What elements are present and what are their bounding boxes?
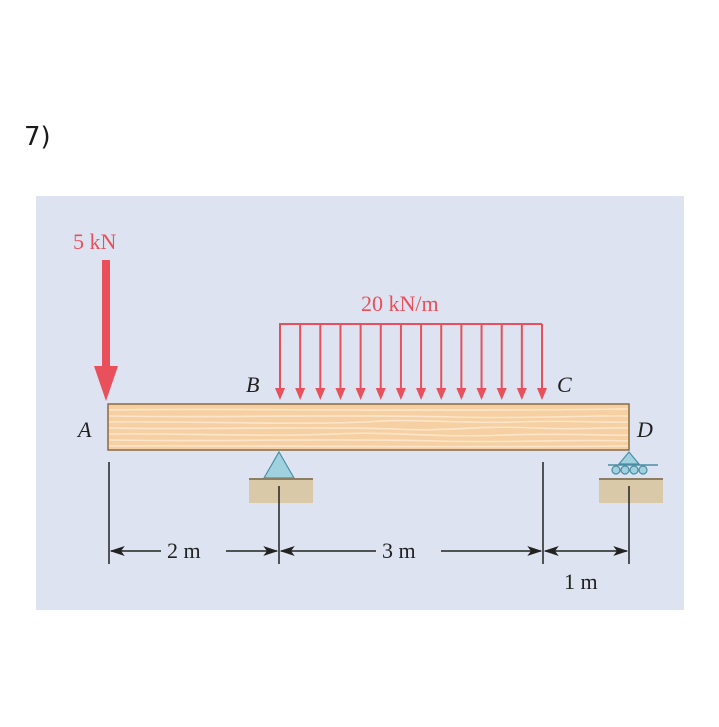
- wooden-beam: [107, 403, 630, 451]
- udl-arrow-head: [295, 388, 306, 400]
- point-label-a: A: [76, 417, 92, 442]
- udl-arrow-head: [416, 388, 427, 400]
- dimension-label-3m: 3 m: [382, 538, 416, 563]
- point-label-d: D: [636, 417, 653, 442]
- point-label-c: C: [557, 372, 572, 397]
- udl-arrow-head: [516, 388, 527, 400]
- problem-number: 7): [24, 122, 51, 152]
- figure-background: [36, 196, 684, 610]
- dimension-1m: 1 m: [543, 546, 629, 594]
- point-load-label: 5 kN: [73, 229, 117, 254]
- udl-arrow-head: [375, 388, 386, 400]
- udl-arrow-head: [456, 388, 467, 400]
- beam-diagram: 5 kN 20 kN/m A B C D: [36, 196, 684, 610]
- udl-arrow-head: [355, 388, 366, 400]
- point-load: 5 kN: [73, 229, 118, 401]
- udl-arrow-head: [476, 388, 487, 400]
- roller-support-d: [599, 451, 663, 503]
- udl-arrow-head: [395, 388, 406, 400]
- pin-support-b: [249, 450, 313, 503]
- udl-arrow-head: [537, 388, 547, 400]
- distributed-load: 20 kN/m: [275, 291, 547, 400]
- dimension-3m: 3 m: [279, 538, 543, 563]
- point-label-b: B: [246, 372, 259, 397]
- udl-arrow-head: [436, 388, 447, 400]
- udl-arrow-head: [275, 388, 285, 400]
- dimension-2m: 2 m: [109, 538, 279, 563]
- udl-arrow-head: [335, 388, 346, 400]
- distributed-load-label: 20 kN/m: [361, 291, 439, 316]
- udl-arrow-head: [315, 388, 326, 400]
- udl-arrow-head: [496, 388, 507, 400]
- dimension-label-1m: 1 m: [564, 569, 598, 594]
- dimension-label-2m: 2 m: [167, 538, 201, 563]
- extension-lines: [108, 462, 630, 564]
